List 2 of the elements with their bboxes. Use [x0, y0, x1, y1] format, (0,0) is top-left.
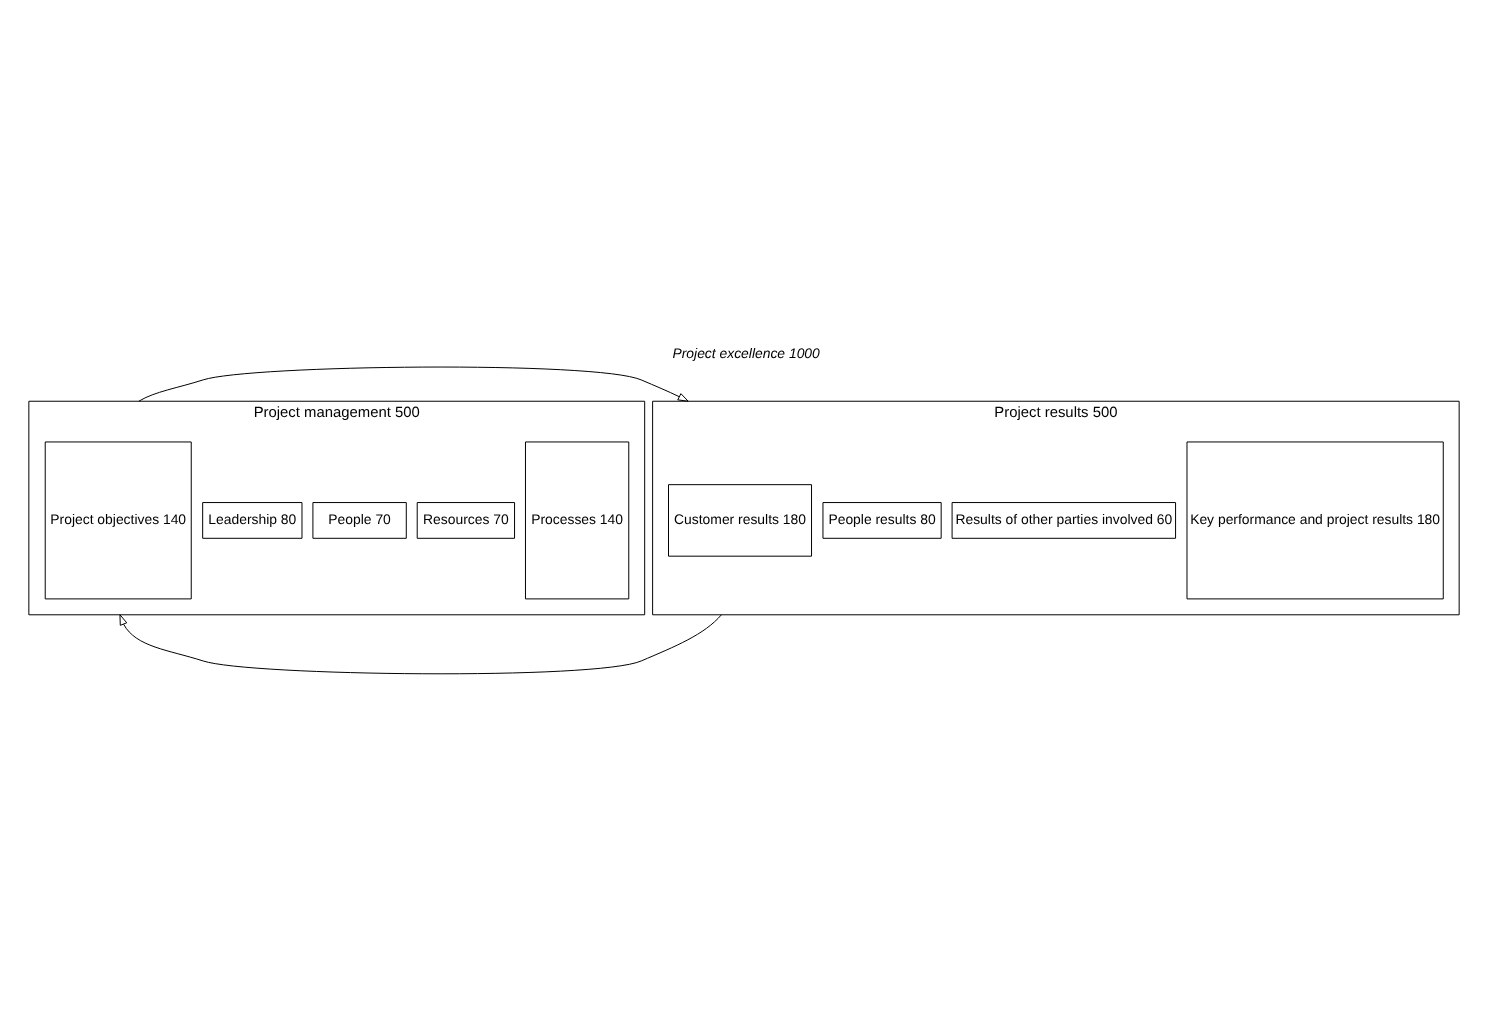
arrow: [138, 365, 689, 401]
arrow: [119, 613, 722, 674]
